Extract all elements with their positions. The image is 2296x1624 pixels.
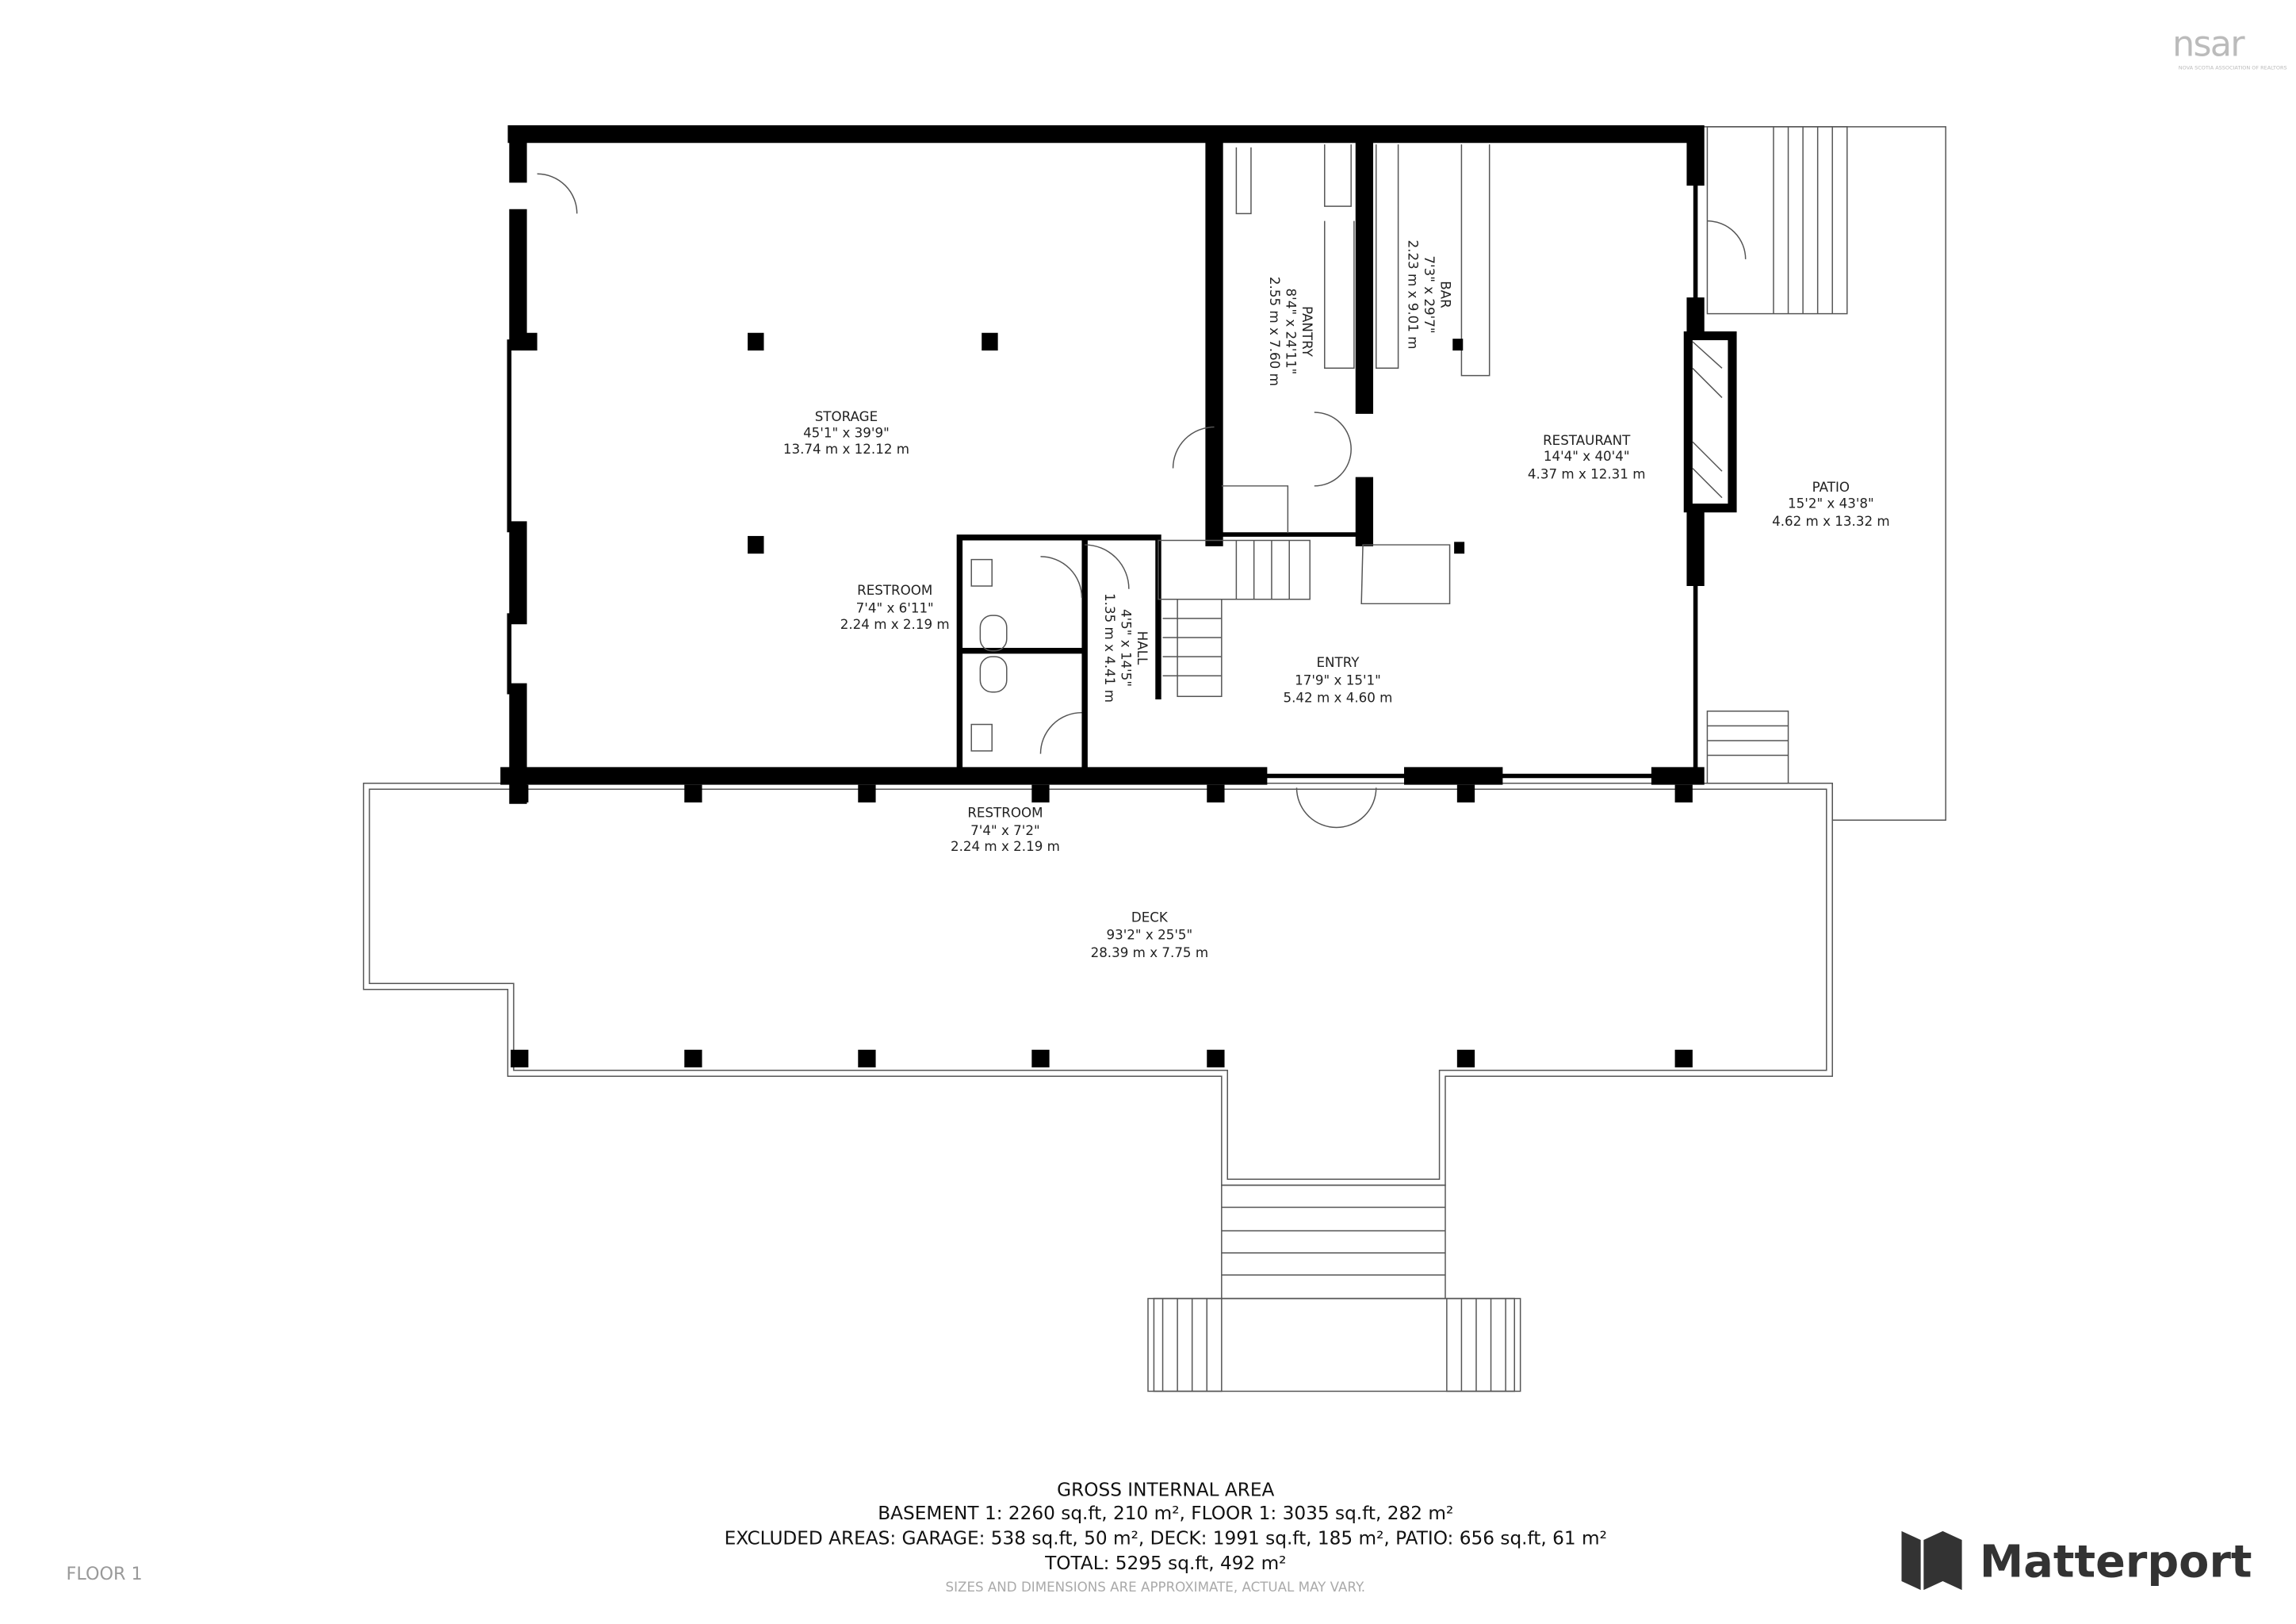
walls [500, 124, 1747, 829]
room-imperial: 45'1" x 39'9" [803, 425, 890, 441]
disclaimer: SIZES AND DIMENSIONS ARE APPROXIMATE, AC… [946, 1579, 1366, 1595]
room-imperial: 7'4" x 6'11" [856, 599, 934, 615]
patio-outline [1702, 126, 1946, 821]
room-imperial: 14'4" x 40'4" [1544, 448, 1630, 464]
room-metric: 4.37 m x 12.31 m [1528, 466, 1646, 482]
room-imperial: 7'4" x 7'2" [970, 822, 1039, 838]
room-storage: STORAGE 45'1" x 39'9" 13.74 m x 12.12 m [783, 408, 909, 457]
room-patio: PATIO 15'2" x 43'8" 4.62 m x 13.32 m [1772, 479, 1890, 529]
summary-line-3: TOTAL: 5295 sq.ft, 492 m² [1044, 1553, 1286, 1574]
nsar-wordmark: nsar [2172, 24, 2245, 65]
room-imperial: 8'4" x 24'11" [1284, 289, 1299, 375]
room-imperial: 93'2" x 25'5" [1106, 927, 1192, 943]
room-name: PATIO [1812, 479, 1850, 495]
room-name: ENTRY [1317, 654, 1360, 670]
room-metric: 1.35 m x 4.41 m [1102, 593, 1118, 703]
room-metric: 5.42 m x 4.60 m [1284, 690, 1393, 706]
room-metric: 2.24 m x 2.19 m [840, 616, 950, 632]
room-name: DECK [1131, 909, 1169, 925]
room-restroom-1: RESTROOM 7'4" x 6'11" 2.24 m x 2.19 m [840, 582, 950, 632]
room-pantry: PANTRY 8'4" x 24'11" 2.55 m x 7.60 m [1267, 277, 1315, 386]
summary-line-1: BASEMENT 1: 2260 sq.ft, 210 m², FLOOR 1:… [878, 1503, 1453, 1524]
room-metric: 2.23 m x 9.01 m [1406, 240, 1422, 350]
matterport-logo: Matterport [1901, 1530, 2252, 1591]
room-metric: 13.74 m x 12.12 m [783, 441, 909, 457]
columns [511, 332, 1693, 1068]
room-deck: DECK 93'2" x 25'5" 28.39 m x 7.75 m [1091, 909, 1209, 960]
matterport-icon [1901, 1530, 1962, 1591]
floor-label: FLOOR 1 [67, 1564, 143, 1584]
room-bar: BAR 7'3" x 29'7" 2.23 m x 9.01 m [1406, 240, 1454, 350]
area-summary: GROSS INTERNAL AREA BASEMENT 1: 2260 sq.… [725, 1479, 1607, 1595]
room-metric: 2.24 m x 2.19 m [951, 838, 1060, 854]
room-name: RESTAURANT [1543, 432, 1631, 448]
matterport-wordmark: Matterport [1980, 1536, 2252, 1588]
room-hall: HALL 4'5" x 14'5" 1.35 m x 4.41 m [1102, 593, 1150, 703]
room-imperial: 4'5" x 14'5" [1119, 609, 1135, 687]
room-name: RESTROOM [967, 804, 1043, 820]
room-name: BAR [1437, 281, 1453, 308]
room-restaurant: RESTAURANT 14'4" x 40'4" 4.37 m x 12.31 … [1528, 432, 1646, 482]
room-name: RESTROOM [857, 582, 932, 598]
room-imperial: 17'9" x 15'1" [1295, 672, 1381, 688]
summary-line-2: EXCLUDED AREAS: GARAGE: 538 sq.ft, 50 m²… [725, 1528, 1607, 1549]
room-imperial: 7'3" x 29'7" [1422, 255, 1437, 333]
nsar-subtitle: NOVA SCOTIA ASSOCIATION OF REALTORS [2179, 64, 2287, 71]
room-name: STORAGE [815, 408, 878, 424]
nsar-logo: nsar NOVA SCOTIA ASSOCIATION OF REALTORS [2172, 24, 2287, 71]
room-restroom-2: RESTROOM 7'4" x 7'2" 2.24 m x 2.19 m [951, 804, 1060, 854]
room-entry: ENTRY 17'9" x 15'1" 5.42 m x 4.60 m [1284, 654, 1393, 706]
front-stairs [1147, 1184, 1521, 1392]
summary-title: GROSS INTERNAL AREA [1057, 1479, 1274, 1500]
room-name: HALL [1135, 631, 1150, 665]
room-metric: 28.39 m x 7.75 m [1091, 944, 1209, 960]
room-metric: 4.62 m x 13.32 m [1772, 513, 1890, 529]
deck-outline [362, 783, 1833, 1186]
room-name: PANTRY [1299, 306, 1315, 358]
room-metric: 2.55 m x 7.60 m [1267, 277, 1283, 386]
room-imperial: 15'2" x 43'8" [1788, 496, 1874, 511]
